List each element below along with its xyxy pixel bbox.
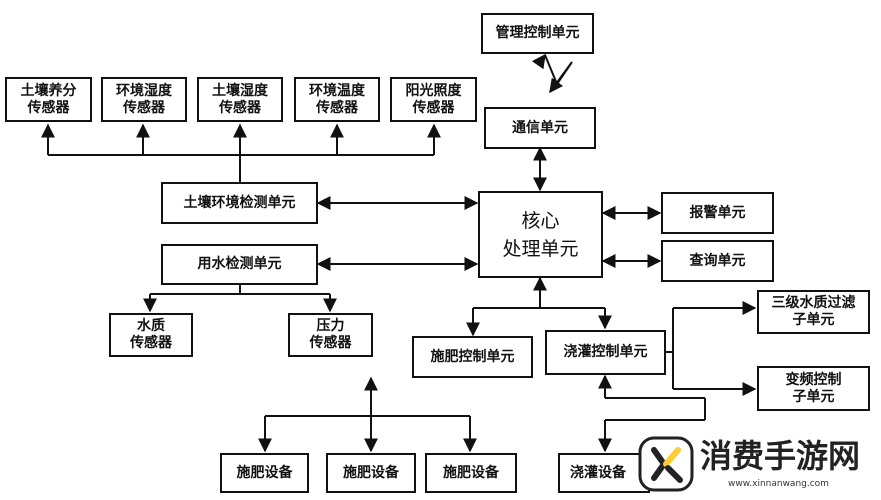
env-temp-sensor: 环境温度 传感器 [294, 77, 380, 122]
watermark-name: 消费手游网 [700, 437, 861, 475]
env-humidity-sensor: 环境湿度 传感器 [101, 77, 187, 122]
fert-device-1: 施肥设备 [220, 453, 309, 493]
query-unit: 查询单元 [661, 240, 774, 282]
soil-nutrient-sensor: 土壤养分 传感器 [5, 77, 92, 122]
irr-control-unit: 浇灌控制单元 [545, 330, 666, 375]
pressure-sensor: 压力 传感器 [288, 313, 373, 357]
vfd-subunit: 变频控制 子单元 [757, 366, 870, 411]
comm-unit: 通信单元 [484, 107, 596, 149]
filter-subunit: 三级水质过滤 子单元 [757, 290, 870, 334]
fert-device-3: 施肥设备 [425, 453, 517, 493]
watermark-logo-icon [638, 436, 694, 492]
light-sensor: 阳光照度 传感器 [390, 77, 477, 122]
mgmt-control-unit: 管理控制单元 [481, 13, 594, 54]
watermark: 消费手游网 www.xinnanwang.com [636, 432, 876, 496]
soil-humidity-sensor: 土壤湿度 传感器 [197, 77, 283, 122]
core-processing-unit: 核心 处理单元 [478, 191, 603, 278]
soil-env-detect-unit: 土壤环境检测单元 [161, 182, 318, 224]
fert-control-unit: 施肥控制单元 [412, 336, 533, 378]
fert-device-2: 施肥设备 [326, 453, 416, 493]
irr-device-1: 浇灌设备 [558, 453, 650, 493]
water-quality-sensor: 水质 传感器 [109, 313, 193, 357]
alarm-unit: 报警单元 [661, 192, 774, 234]
water-detect-unit: 用水检测单元 [161, 244, 318, 285]
watermark-url: www.xinnanwang.com [728, 479, 829, 489]
wireless-link [544, 54, 573, 94]
